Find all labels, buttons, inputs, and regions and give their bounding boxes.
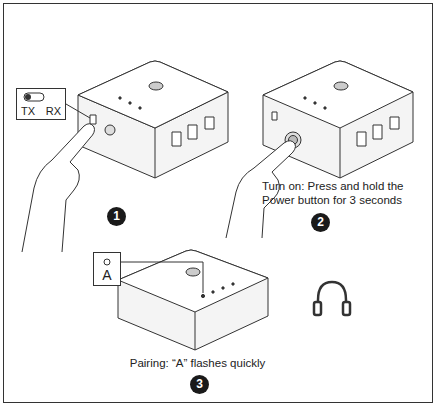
- callout-number: 3: [190, 375, 209, 394]
- device-body: [78, 61, 228, 178]
- switch-icon: [24, 93, 44, 101]
- power-button: [105, 125, 115, 135]
- ear-cup: [343, 302, 350, 315]
- transmitter-device: [118, 250, 268, 350]
- led: [304, 97, 306, 99]
- device-edge: [195, 312, 196, 350]
- led: [201, 294, 204, 297]
- transmitter-device: [263, 61, 413, 178]
- headphones-icon: [314, 282, 350, 315]
- hand: [22, 124, 95, 252]
- tx-rx-switch: [90, 115, 96, 124]
- device-body: [118, 250, 268, 350]
- ear-cup: [314, 302, 321, 315]
- inset-background: [93, 252, 121, 286]
- led: [222, 287, 224, 289]
- port: [172, 132, 181, 146]
- device-edge: [340, 128, 341, 178]
- tx-rx-switch: [272, 112, 277, 120]
- inset-background: [16, 88, 66, 120]
- led-icon: [104, 259, 110, 265]
- switch-knob: [25, 94, 31, 100]
- led: [129, 102, 131, 104]
- port: [205, 117, 214, 129]
- device-body: [263, 61, 413, 178]
- inset-box: A: [93, 252, 121, 286]
- device-logo: [334, 82, 348, 90]
- led: [314, 102, 316, 104]
- device-edge: [155, 128, 156, 178]
- port: [390, 117, 399, 129]
- led: [232, 283, 234, 285]
- inset-text: RX: [46, 105, 61, 117]
- port: [357, 132, 366, 146]
- led: [119, 97, 121, 99]
- device-logo: [186, 268, 200, 276]
- outer-frame: [4, 4, 433, 403]
- device-top: [263, 61, 413, 128]
- instruction-text: Turn on: Press and hold the Power button…: [262, 179, 430, 207]
- led: [212, 291, 214, 293]
- callout-number: 1: [107, 207, 126, 226]
- device-logo: [149, 82, 163, 90]
- port: [373, 125, 382, 139]
- transmitter-device: [78, 61, 228, 178]
- leader-line: [121, 262, 203, 293]
- instruction-text: Pairing: “A” flashes quickly: [110, 356, 285, 370]
- callout-number: 2: [311, 213, 330, 232]
- device-top: [118, 250, 268, 312]
- port: [188, 125, 197, 139]
- inset-text: TX: [21, 105, 35, 117]
- inset-box: TX RX: [16, 88, 66, 120]
- inset-text: A: [102, 268, 111, 283]
- led: [324, 107, 326, 109]
- leader-line: [66, 104, 90, 118]
- led: [139, 107, 141, 109]
- device-top: [78, 61, 228, 128]
